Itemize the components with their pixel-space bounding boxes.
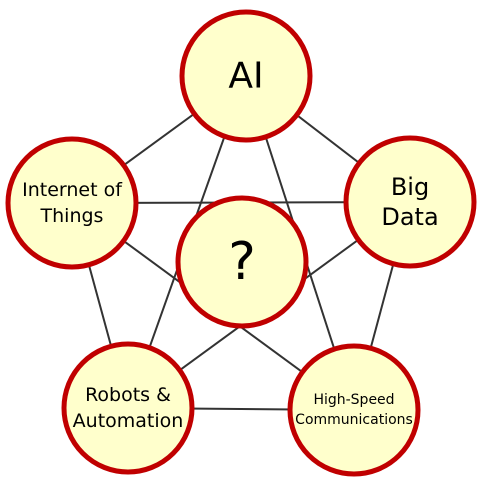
node-circle-robots-automation — [61, 341, 195, 475]
node-label-high-speed-communications-line-1: Communications — [295, 412, 413, 428]
node-circle-high-speed-communications — [287, 343, 421, 477]
node-label-center-question-line-0: ? — [228, 232, 256, 292]
node-label-robots-automation-line-0: Robots & — [85, 384, 171, 406]
node-label-internet-of-things-line-0: Internet of — [22, 179, 123, 201]
node-circle-big-data — [343, 135, 477, 269]
node-label-big-data-line-1: Data — [381, 203, 438, 231]
node-label-big-data-line-0: Big — [391, 173, 429, 201]
node-circle-center-question — [175, 195, 309, 329]
node-center-question: ? — [175, 195, 309, 329]
node-robots-automation: Robots & Automation — [61, 341, 195, 475]
node-circle-internet-of-things — [5, 136, 139, 270]
node-internet-of-things: Internet of Things — [5, 136, 139, 270]
node-label-high-speed-communications-line-0: High-Speed — [313, 392, 394, 408]
node-label-robots-automation-line-1: Automation — [73, 410, 184, 432]
node-circle-ai — [179, 9, 313, 143]
node-label-ai-line-0: AI — [228, 56, 263, 97]
node-ai: AI — [179, 9, 313, 143]
node-label-internet-of-things-line-1: Things — [40, 205, 104, 227]
